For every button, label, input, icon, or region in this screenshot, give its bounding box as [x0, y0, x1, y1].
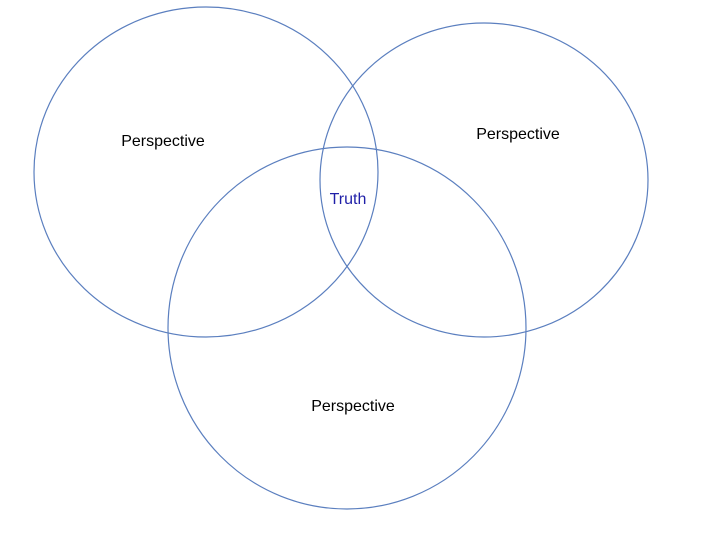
label-perspective-bottom: Perspective — [311, 398, 395, 415]
label-perspective-right: Perspective — [476, 126, 560, 143]
circle-left — [33, 6, 379, 338]
label-perspective-left: Perspective — [121, 133, 205, 150]
circle-bottom — [167, 146, 527, 510]
circle-right — [319, 22, 649, 338]
label-truth: Truth — [330, 191, 367, 208]
